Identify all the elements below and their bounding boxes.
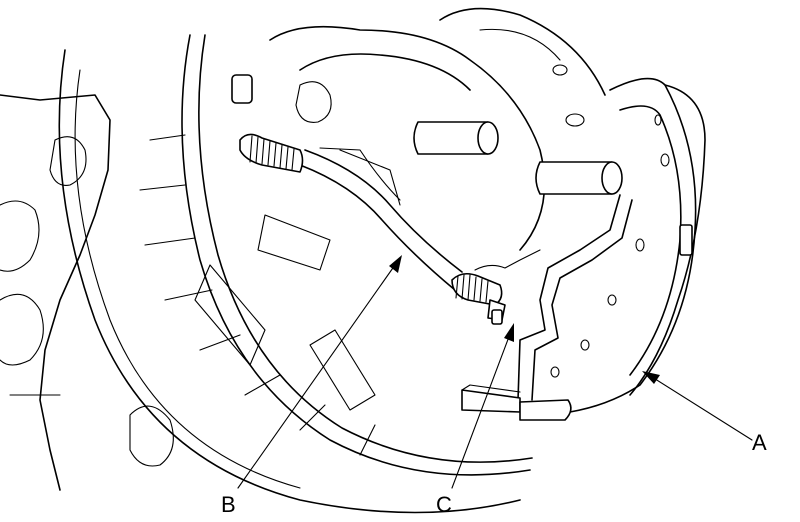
leader-b [237,255,402,489]
hose-end-fitting-upper [239,133,304,173]
wheel-stud-1 [413,121,499,155]
hub-bolt-hole [552,64,585,127]
leader-c [451,323,514,489]
wheel-stud-2 [535,161,623,195]
splash-shield [550,77,706,413]
callout-a: A [752,430,767,455]
brake-hose [299,147,463,291]
callout-b: B [221,492,236,517]
hose-end-fitting-lower [451,249,541,325]
hose-bracket [461,194,633,421]
knuckle-outline [0,94,111,491]
backing-plate [58,34,533,514]
leader-a [642,371,753,441]
callout-c: C [436,492,452,517]
